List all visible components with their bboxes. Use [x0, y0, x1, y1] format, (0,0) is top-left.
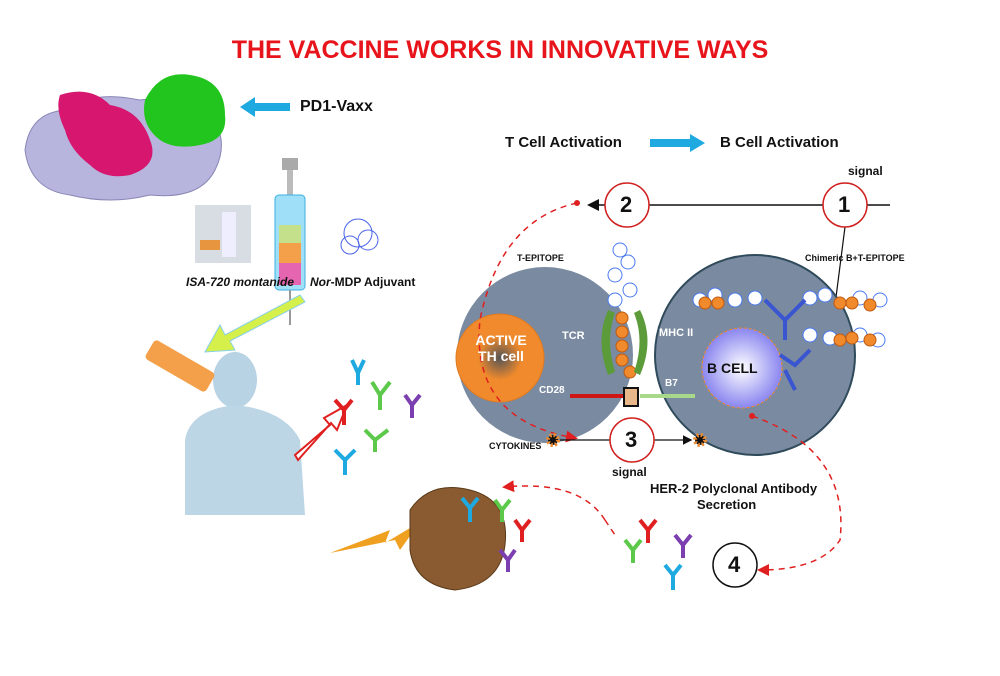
- cytokines-label: CYTOKINES: [489, 441, 542, 451]
- adjuvant-label-rest: -MDP Adjuvant: [330, 275, 416, 289]
- adjuvant-label-italic: Nor: [310, 275, 331, 289]
- pd1-vaxx-label: PD1-Vaxx: [300, 98, 373, 115]
- arrow-to-patient: [204, 294, 306, 353]
- adjuvant-label: Nor-MDP Adjuvant: [310, 275, 415, 289]
- active-th-cell: [455, 313, 545, 403]
- signal-label-bottom: signal: [612, 465, 647, 479]
- secretion-label-line1: HER-2 Polyclonal Antibody: [650, 481, 818, 496]
- nor-mdp-molecule-icon: [340, 218, 379, 255]
- cytokine-icon: [546, 433, 560, 447]
- active-th-line2: TH cell: [478, 348, 524, 364]
- pd1-protein-structure: [24, 74, 226, 201]
- montanide-photo: [195, 205, 251, 263]
- tcr-receptor: [601, 310, 615, 375]
- step-2-circle: [604, 182, 650, 228]
- b-cell-activation-label: B Cell Activation: [720, 134, 839, 151]
- b-cell-nucleus: [701, 327, 783, 409]
- lightning-icon: [330, 522, 420, 553]
- step-2-number: 2: [620, 192, 633, 217]
- step-4-circle: [712, 542, 758, 588]
- step-4-number: 4: [728, 552, 741, 577]
- step-1-circle: [822, 182, 868, 228]
- b-cell-receptors: [763, 298, 812, 391]
- t-cell-activation-label: T Cell Activation: [505, 134, 622, 151]
- tumor-cell: [409, 487, 507, 591]
- activation-arrow: [650, 134, 705, 152]
- mhc-ii-receptor: [634, 310, 648, 375]
- page-title: THE VACCINE WORKS IN INNOVATIVE WAYS: [231, 36, 769, 64]
- t-epitope-label: T-EPITOPE: [517, 253, 564, 263]
- antibodies-left: [333, 359, 422, 475]
- cd28-label: CD28: [539, 385, 565, 396]
- syringe-icon: [274, 158, 306, 325]
- step-1-number: 1: [838, 192, 851, 217]
- mhc-ii-label: MHC II: [659, 327, 694, 339]
- orange-peptides: [615, 296, 877, 379]
- secretion-label-line2: Secretion: [697, 497, 757, 512]
- b-cell-label: B CELL: [707, 360, 758, 376]
- human-figure: [145, 340, 305, 515]
- step-3-number: 3: [625, 427, 638, 452]
- antibodies-bottom: [460, 496, 693, 590]
- tcr-label: TCR: [562, 330, 585, 342]
- arrow-to-pd1: [240, 97, 290, 117]
- montanide-label: ISA-720 montanide: [186, 275, 295, 289]
- active-th-line1: ACTIVE: [475, 332, 527, 348]
- b7-label: B7: [665, 378, 678, 389]
- step-3-circle: [609, 417, 655, 463]
- signal-label-top: signal: [848, 164, 883, 178]
- cytokine-icon: [693, 433, 707, 447]
- chimeric-epitope-label: Chimeric B+T-EPITOPE: [805, 253, 905, 263]
